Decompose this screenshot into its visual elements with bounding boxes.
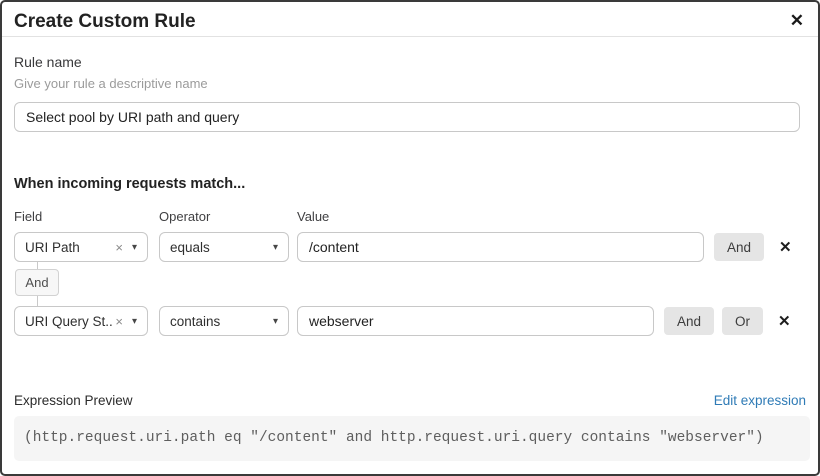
- selected-field-label: URI Query St...: [25, 313, 114, 329]
- close-icon: ✕: [789, 11, 804, 30]
- close-button[interactable]: ✕: [786, 8, 808, 33]
- operator-select[interactable]: contains ▾: [159, 306, 289, 336]
- match-heading: When incoming requests match...: [14, 176, 246, 192]
- column-label-operator: Operator: [159, 209, 211, 224]
- field-select[interactable]: URI Query St... × ▾: [14, 306, 148, 336]
- clear-field-icon[interactable]: ×: [115, 239, 123, 255]
- rule-name-input[interactable]: [14, 102, 800, 132]
- rule-name-hint: Give your rule a descriptive name: [14, 76, 208, 91]
- and-connector-badge: And: [15, 269, 59, 296]
- column-labels: Field Operator Value: [14, 209, 806, 224]
- or-button[interactable]: Or: [722, 307, 764, 335]
- expression-preview-code: (http.request.uri.path eq "/content" and…: [14, 416, 810, 461]
- selected-operator-label: contains: [170, 313, 221, 329]
- rule-name-label: Rule name: [14, 54, 82, 70]
- column-label-field: Field: [14, 209, 43, 224]
- connector-line: [36, 296, 38, 306]
- x-icon: ✕: [778, 312, 791, 330]
- and-button[interactable]: And: [664, 307, 715, 335]
- and-button[interactable]: And: [714, 233, 765, 261]
- dialog-title: Create Custom Rule: [14, 11, 196, 32]
- dialog-content: Rule name Give your rule a descriptive n…: [2, 54, 818, 461]
- selected-operator-label: equals: [170, 239, 210, 255]
- chevron-down-icon: ▾: [131, 241, 137, 253]
- edit-expression-link[interactable]: Edit expression: [713, 393, 806, 408]
- x-icon: ✕: [779, 238, 792, 256]
- expression-preview-label: Expression Preview: [14, 393, 133, 408]
- value-input[interactable]: [297, 232, 704, 262]
- remove-row-button[interactable]: ✕: [777, 238, 794, 257]
- condition-row: URI Query St... × ▾ contains ▾ And Or ✕: [14, 306, 806, 336]
- selected-field-label: URI Path: [25, 239, 80, 255]
- condition-connector: And: [15, 262, 59, 306]
- connector-line: [36, 262, 38, 269]
- condition-row: URI Path × ▾ equals ▾ And ✕: [14, 232, 806, 262]
- clear-field-icon[interactable]: ×: [115, 313, 123, 329]
- chevron-down-icon: ▾: [272, 315, 278, 327]
- value-input[interactable]: [297, 306, 654, 336]
- column-label-value: Value: [297, 209, 330, 224]
- chevron-down-icon: ▾: [131, 315, 137, 327]
- expression-preview-header: Expression Preview Edit expression: [14, 393, 806, 408]
- dialog-header: Create Custom Rule: [2, 2, 818, 37]
- chevron-down-icon: ▾: [272, 241, 278, 253]
- operator-select[interactable]: equals ▾: [159, 232, 289, 262]
- field-select[interactable]: URI Path × ▾: [14, 232, 148, 262]
- remove-row-button[interactable]: ✕: [776, 312, 793, 331]
